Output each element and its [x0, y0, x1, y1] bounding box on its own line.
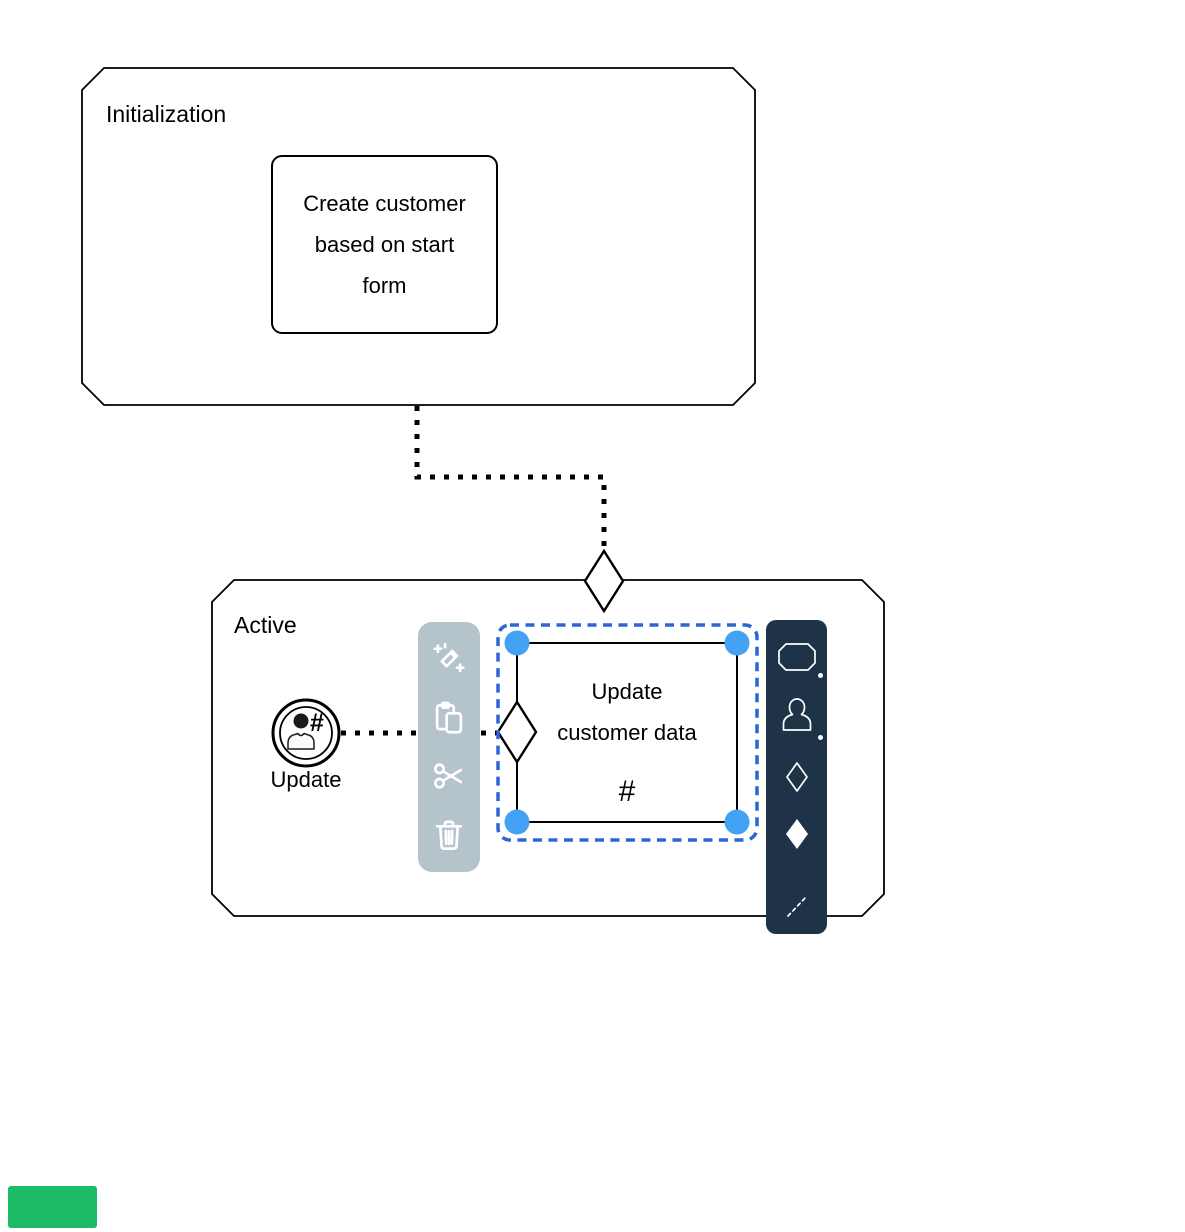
stage-active-label: Active: [234, 612, 297, 638]
palette-item-stage[interactable]: [766, 634, 827, 680]
palette-item-entry-criterion[interactable]: [766, 760, 827, 794]
resize-handle-sw[interactable]: [504, 809, 530, 835]
task-update-customer-label: Update customer data: [557, 679, 697, 745]
task-create-customer-label: Create customer based on start form: [303, 191, 466, 298]
magic-wand-icon: [433, 642, 465, 673]
user-icon: [287, 713, 315, 750]
palette-drag-dot: [818, 673, 823, 678]
event-listener-label: Update: [270, 767, 342, 792]
task-create-customer[interactable]: [271, 155, 498, 334]
event-listener-update[interactable]: [271, 698, 341, 768]
paste-button[interactable]: [429, 698, 469, 738]
resize-handle-se[interactable]: [724, 809, 750, 835]
repetition-marker: #: [618, 775, 636, 808]
cut-icon: [434, 763, 463, 789]
cut-button[interactable]: [429, 756, 469, 796]
delete-icon: [435, 820, 463, 850]
palette-item-human-task[interactable]: [766, 690, 827, 738]
entry-criterion-stage[interactable]: [583, 548, 625, 614]
palette-item-exit-criterion[interactable]: [766, 816, 827, 852]
palette: [766, 620, 827, 934]
stage-initialization-label: Initialization: [106, 101, 227, 127]
watermark-badge[interactable]: [8, 1186, 97, 1228]
connector-initialization-to-active[interactable]: [414, 406, 607, 550]
resize-handle-ne[interactable]: [724, 630, 750, 656]
paste-icon: [435, 701, 463, 734]
event-hash-decorator: #: [310, 709, 324, 737]
entry-criterion-icon: [785, 762, 808, 792]
palette-drag-dot: [818, 735, 823, 740]
exit-criterion-icon: [785, 819, 808, 849]
connection-icon: [786, 896, 807, 917]
palette-item-connection[interactable]: [766, 875, 827, 921]
append-button[interactable]: [429, 639, 469, 679]
context-pad: [418, 622, 480, 872]
selection-outline: [496, 623, 759, 842]
resize-handle-nw[interactable]: [504, 630, 530, 656]
delete-button[interactable]: [429, 815, 469, 855]
entry-criterion-task[interactable]: [496, 699, 538, 765]
stage-icon: [777, 643, 816, 671]
human-task-icon: [782, 698, 811, 731]
